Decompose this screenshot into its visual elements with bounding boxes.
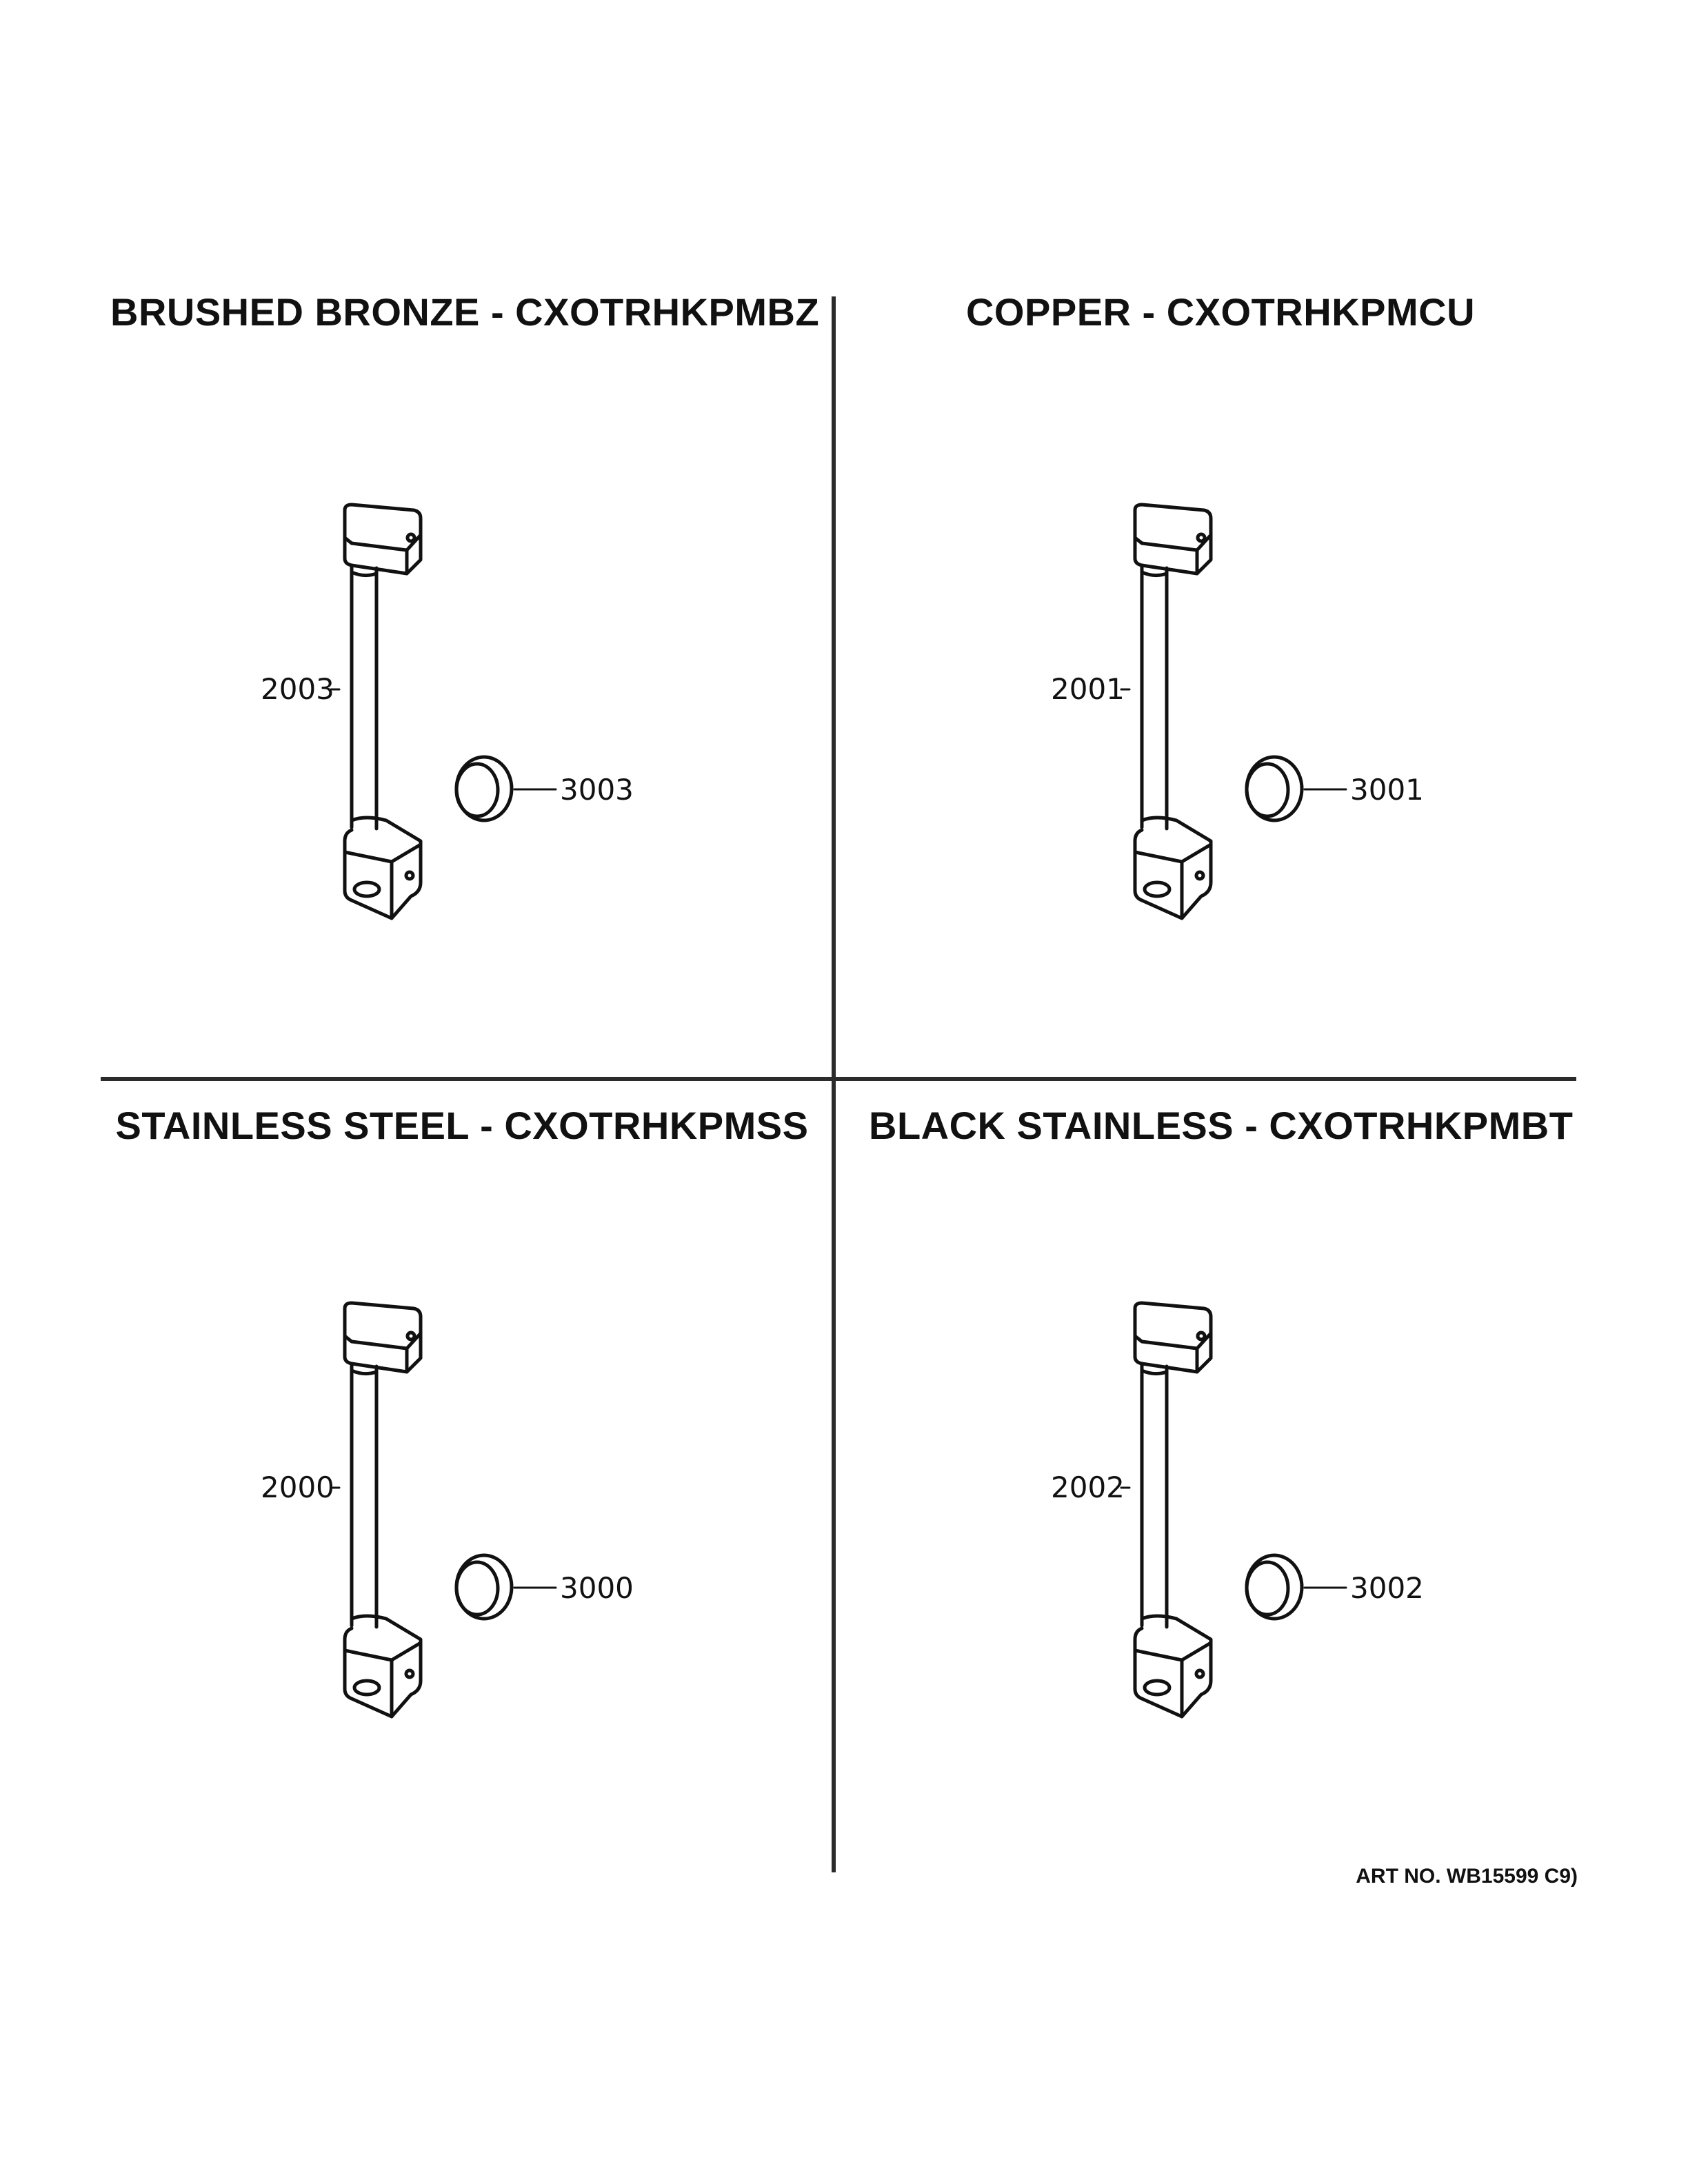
handle-bottom-bracket	[343, 1614, 423, 1719]
handle-bar	[1140, 1362, 1169, 1629]
handle-diagram-copper: 2001 3001	[1051, 503, 1424, 920]
handle-top-bracket	[1133, 1301, 1213, 1374]
panel-title-brushed-bronze: BRUSHED BRONZE - CXOTRHKPMBZ	[110, 290, 820, 334]
cap-part-number: 3002	[1350, 1571, 1424, 1605]
handle-top-bracket	[343, 1301, 423, 1374]
handle-part-number: 2003	[261, 672, 334, 706]
cap-part-number: 3003	[560, 773, 634, 807]
cap-part-number: 3000	[560, 1571, 634, 1605]
handle-part-number: 2001	[1051, 672, 1125, 706]
handle-top-bracket	[1133, 503, 1213, 576]
handle-bottom-bracket	[1133, 1614, 1213, 1719]
handle-bar	[350, 1362, 379, 1629]
handle-bar	[1140, 563, 1169, 831]
handle-diagram-black-stainless: 2002 3002	[1051, 1301, 1424, 1719]
handle-part-number: 2002	[1051, 1470, 1125, 1504]
horizontal-divider	[101, 1077, 1576, 1081]
vertical-divider	[832, 296, 836, 1872]
handle-bottom-bracket	[343, 816, 423, 920]
handle-bar	[350, 563, 379, 831]
handle-top-bracket	[343, 503, 423, 576]
cap-part-number: 3001	[1350, 773, 1424, 807]
end-cap-diagram	[454, 1553, 557, 1621]
handle-diagram-stainless-steel: 2000 3000	[261, 1301, 634, 1719]
panel-title-copper: COPPER - CXOTRHKPMCU	[965, 290, 1476, 334]
art-number: ART NO. WB15599 C9)	[1356, 1865, 1578, 1888]
end-cap-diagram	[454, 755, 557, 822]
panel-title-stainless-steel: STAINLESS STEEL - CXOTRHKPMSS	[115, 1104, 809, 1147]
handle-part-number: 2000	[261, 1470, 334, 1504]
end-cap-diagram	[1245, 755, 1347, 822]
end-cap-diagram	[1245, 1553, 1347, 1621]
handle-bottom-bracket	[1133, 816, 1213, 920]
handle-diagram-brushed-bronze: 2003 3003	[261, 503, 634, 920]
panel-title-black-stainless: BLACK STAINLESS - CXOTRHKPMBT	[869, 1104, 1574, 1147]
